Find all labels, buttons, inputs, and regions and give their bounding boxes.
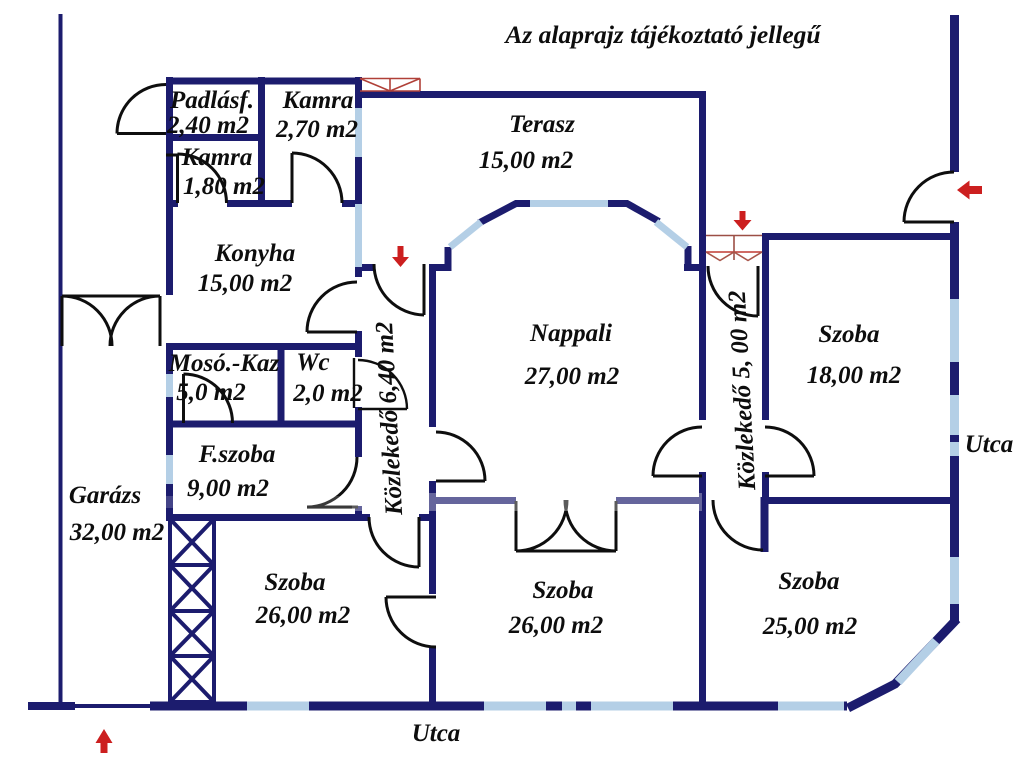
svg-text:Szoba: Szoba <box>818 321 879 348</box>
svg-text:Mosó.-Kaz: Mosó.-Kaz <box>168 350 280 377</box>
svg-text:32,00 m2: 32,00 m2 <box>69 519 164 546</box>
svg-text:Szoba: Szoba <box>778 568 839 595</box>
svg-text:Terasz: Terasz <box>509 111 575 138</box>
svg-text:Nappali: Nappali <box>529 320 612 347</box>
svg-text:18,00 m2: 18,00 m2 <box>807 362 901 389</box>
svg-text:Szoba: Szoba <box>264 569 325 596</box>
svg-text:2,70 m2: 2,70 m2 <box>275 116 358 143</box>
svg-text:F.szoba: F.szoba <box>198 441 276 468</box>
svg-text:Kamra: Kamra <box>181 144 253 171</box>
svg-text:Garázs: Garázs <box>69 482 141 509</box>
svg-text:25,00 m2: 25,00 m2 <box>762 613 857 640</box>
svg-text:Konyha: Konyha <box>214 240 296 267</box>
svg-text:5,0 m2: 5,0 m2 <box>176 379 245 406</box>
svg-text:Az alaprajz tájékoztató jelleg: Az alaprajz tájékoztató jellegű <box>503 20 821 49</box>
svg-text:Padlásf.: Padlásf. <box>169 87 254 114</box>
svg-text:15,00 m2: 15,00 m2 <box>198 270 292 297</box>
svg-text:Szoba: Szoba <box>532 577 593 604</box>
svg-text:26,00 m2: 26,00 m2 <box>508 612 603 639</box>
svg-text:1,80 m2: 1,80 m2 <box>183 173 265 200</box>
svg-text:15,00 m2: 15,00 m2 <box>479 147 573 174</box>
svg-text:26,00 m2: 26,00 m2 <box>255 602 350 629</box>
svg-text:Utca: Utca <box>965 431 1014 458</box>
svg-text:Kamra: Kamra <box>282 87 354 114</box>
svg-text:2,40 m2: 2,40 m2 <box>166 112 249 139</box>
svg-text:Wc: Wc <box>296 349 329 376</box>
svg-text:2,0 m2: 2,0 m2 <box>292 380 362 407</box>
svg-text:Utca: Utca <box>412 720 461 747</box>
svg-text:27,00 m2: 27,00 m2 <box>524 363 619 390</box>
svg-text:9,00 m2: 9,00 m2 <box>187 475 269 502</box>
